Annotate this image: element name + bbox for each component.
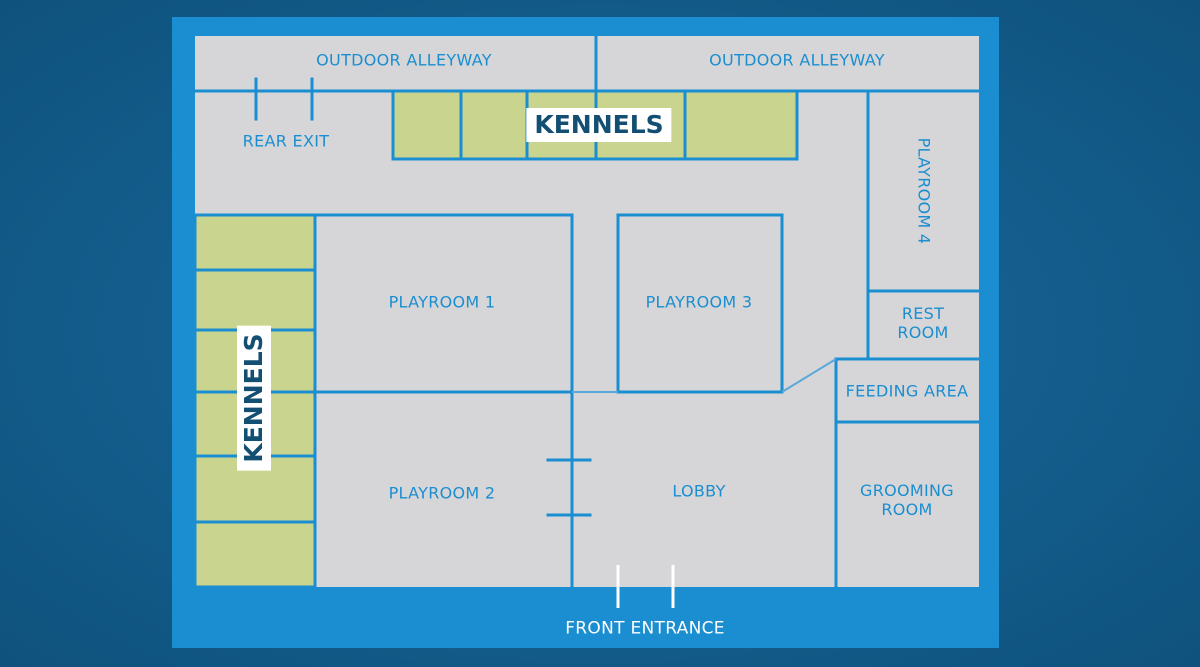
- grooming-room-line-2: ROOM: [881, 500, 933, 519]
- rest-room-line-1: REST: [901, 304, 945, 323]
- grooming-room-line-1: GROOMING: [860, 481, 954, 500]
- grooming-room-label: GROOMING ROOM: [860, 481, 954, 519]
- feeding-area-label: FEEDING AREA: [845, 381, 969, 401]
- kennel-left-1: [193, 213, 317, 272]
- playroom-3-label: PLAYROOM 3: [645, 292, 753, 312]
- walls: [193, 34, 981, 589]
- playroom-4-label: PLAYROOM 4: [914, 137, 934, 245]
- kennel-top-5: [683, 89, 799, 161]
- front-entrance-doors: [616, 565, 675, 608]
- playroom-2-label: PLAYROOM 2: [388, 483, 496, 503]
- floor-plan-board: OUTDOOR ALLEYWAY OUTDOOR ALLEYWAY REAR E…: [172, 17, 999, 648]
- kennel-top-1: [391, 89, 463, 161]
- rear-exit-label: REAR EXIT: [242, 131, 330, 151]
- outdoor-alleyway-left-label: OUTDOOR ALLEYWAY: [316, 50, 492, 70]
- kennel-left-6: [193, 520, 317, 589]
- playroom-1-label: PLAYROOM 1: [388, 292, 496, 312]
- kennels-left-label: KENNELS: [237, 325, 271, 471]
- rest-room-line-2: ROOM: [897, 323, 949, 342]
- rest-room-label: REST ROOM: [897, 304, 948, 342]
- kennels-top-label: KENNELS: [526, 108, 672, 142]
- kennel-left-2: [193, 268, 317, 332]
- front-entrance-label: FRONT ENTRANCE: [565, 618, 725, 639]
- lobby-partitions: [572, 358, 837, 393]
- kennel-top-2: [459, 89, 529, 161]
- lobby-label: LOBBY: [672, 481, 726, 501]
- outdoor-alleyway-right-label: OUTDOOR ALLEYWAY: [709, 50, 885, 70]
